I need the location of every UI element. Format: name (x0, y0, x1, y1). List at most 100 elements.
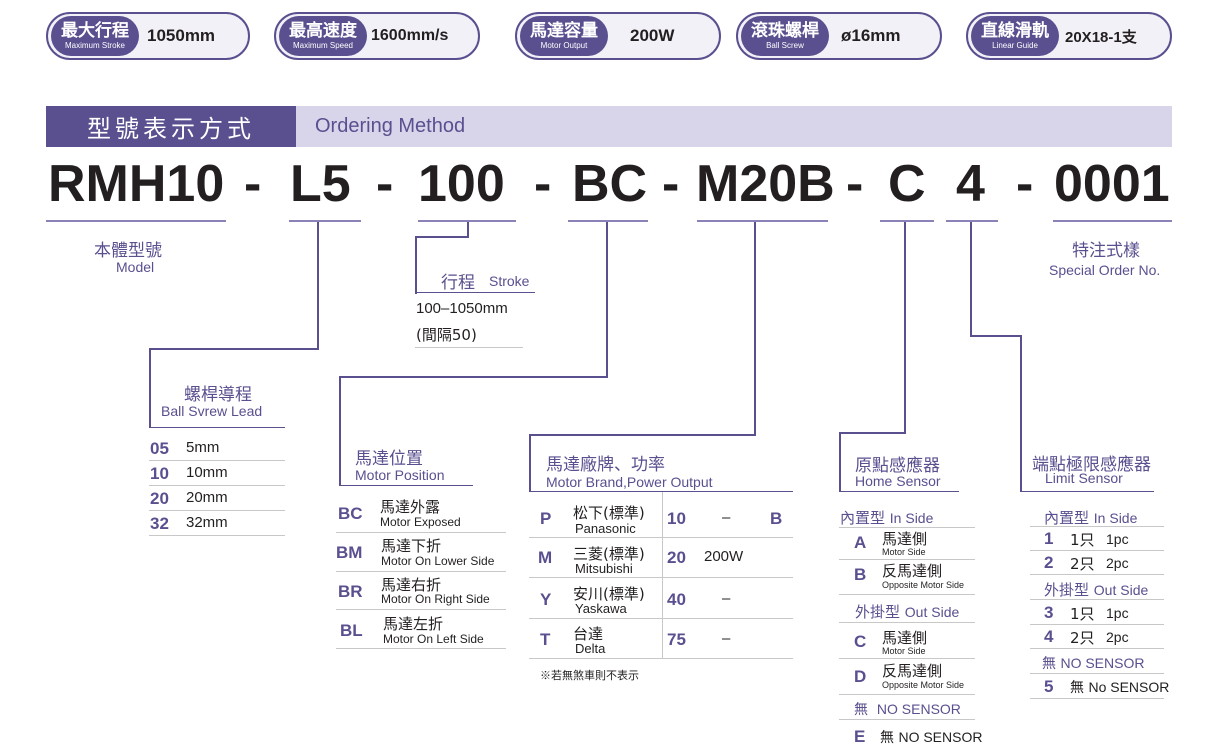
column-divider (662, 492, 663, 658)
code-underline (697, 220, 828, 222)
lead-value: 5mm (186, 439, 220, 456)
badge-en: Linear Guide (992, 40, 1038, 50)
connector-line (839, 432, 906, 434)
lead-label-en: Ball Svrew Lead (161, 403, 263, 419)
home-name-cn: 反馬達側 (882, 562, 943, 580)
divider (149, 460, 285, 461)
motor-power-code: 20 (667, 548, 686, 567)
divider (529, 658, 793, 659)
divider (149, 485, 285, 486)
badge-cn: 最高速度 (289, 20, 357, 41)
code-model: RMH10 (48, 155, 225, 213)
lead-code: 10 (150, 464, 169, 483)
code-dash: - (534, 155, 552, 213)
limit-name-cn: 1只 (1070, 605, 1095, 623)
home-code: B (854, 565, 867, 584)
limit-outside-cn: 外掛型 (1044, 581, 1090, 599)
divider (149, 510, 285, 511)
divider (529, 577, 793, 578)
limit-label-cn: 端點極限感應器 (1032, 455, 1151, 475)
badge-value: 1600mm/s (371, 27, 449, 44)
section-title-en: Ordering Method (296, 106, 1172, 147)
badge-en: Maximum Stroke (64, 40, 125, 50)
lead-code: 32 (150, 514, 169, 533)
spec-badge-label: 馬達容量 Motor Output (520, 16, 608, 56)
position-name-cn: 馬達外露 (380, 498, 441, 516)
motor-brand-cn: 三菱(標準) (573, 545, 645, 563)
badge-cn: 最大行程 (61, 20, 129, 41)
stroke-label-cn: 行程 (441, 273, 475, 293)
connector-line (839, 491, 959, 492)
motor-power-value: – (722, 630, 731, 647)
motor-power-code: 75 (667, 630, 686, 649)
lead-code: 20 (150, 489, 169, 508)
limit-label-en: Limit Sensor (1045, 470, 1123, 486)
badge-en: Maximum Speed (292, 40, 354, 50)
spec-badge-max-stroke: 最大行程 Maximum Stroke 1050mm (46, 12, 250, 60)
limit-code: 2 (1044, 553, 1054, 572)
limit-none-label: 無 NO SENSOR (1042, 653, 1144, 673)
spec-badge-max-speed: 最高速度 Maximum Speed 1600mm/s (274, 12, 480, 60)
position-label-cn: 馬達位置 (355, 449, 423, 469)
position-label-en: Motor Position (355, 467, 445, 483)
divider (839, 694, 975, 695)
divider (839, 622, 975, 623)
home-name-en: Motor Side (882, 547, 926, 557)
home-name-en: Opposite Motor Side (882, 580, 965, 590)
special-label-en: Special Order No. (1049, 262, 1161, 278)
divider (839, 559, 975, 560)
home-inside-cn: 內置型 (840, 509, 886, 527)
badge-value: 200W (630, 26, 675, 45)
limit-outside-label: 外掛型 Out Side (1044, 579, 1148, 600)
badge-value: 1050mm (147, 26, 216, 45)
code-dash: - (662, 155, 680, 213)
limit-name-cn: 2只 (1070, 629, 1095, 647)
limit-code: 5 (1044, 677, 1054, 696)
home-name-en: Opposite Motor Side (882, 680, 965, 690)
limit-f-en: No SENSOR (1088, 679, 1170, 695)
connector-line (467, 222, 469, 238)
motor-brand-cn: 安川(標準) (573, 585, 645, 603)
code-dash: - (846, 155, 864, 213)
home-inside-en: In Side (889, 510, 934, 526)
divider (1030, 526, 1164, 527)
limit-none-cn: 無 (1042, 656, 1056, 672)
position-name-en: Motor Exposed (380, 515, 461, 529)
motor-brand-en: Mitsubishi (575, 561, 633, 576)
limit-name-en: 1pc (1106, 531, 1129, 547)
motor-note: ※若無煞車則不表示 (540, 670, 639, 682)
section-title-cn: 型號表示方式 (46, 106, 296, 147)
limit-name-cn: 2只 (1070, 555, 1095, 573)
motor-power-value: – (722, 509, 731, 526)
connector-line (149, 427, 285, 428)
divider (839, 719, 975, 720)
connector-line (339, 376, 608, 378)
code-underline (289, 220, 361, 222)
position-name-en: Motor On Lower Side (381, 554, 495, 568)
motor-brand-cn: 台達 (573, 625, 604, 643)
spec-badge-label: 最高速度 Maximum Speed (279, 16, 367, 56)
spec-badge-ball-screw: 滾珠螺桿 Ball Screw ø16mm (736, 12, 942, 60)
code-home: C (888, 155, 926, 213)
home-outside-label: 外掛型 Out Side (855, 601, 959, 622)
connector-line (754, 222, 756, 436)
stroke-range: 100–1050mm (416, 300, 508, 317)
home-code: A (854, 533, 867, 552)
lead-value: 32mm (186, 514, 228, 531)
code-lead: L5 (290, 155, 351, 213)
lead-code: 05 (150, 439, 169, 458)
motor-label-en: Motor Brand,Power Output (546, 474, 713, 490)
code-underline (946, 220, 998, 222)
connector-line (970, 335, 1022, 337)
home-inside-label: 內置型 In Side (840, 507, 933, 528)
limit-outside-en: Out Side (1093, 582, 1149, 598)
connector-line (606, 222, 608, 378)
motor-brand-code: M (538, 548, 553, 567)
limit-f-cn: 無 (1070, 680, 1084, 696)
motor-brand-code: Y (540, 590, 552, 609)
connector-line (415, 236, 417, 294)
code-position: BC (572, 155, 648, 213)
limit-name-en: 2pc (1106, 555, 1129, 571)
divider (839, 527, 975, 528)
motor-power-value: – (722, 590, 731, 607)
